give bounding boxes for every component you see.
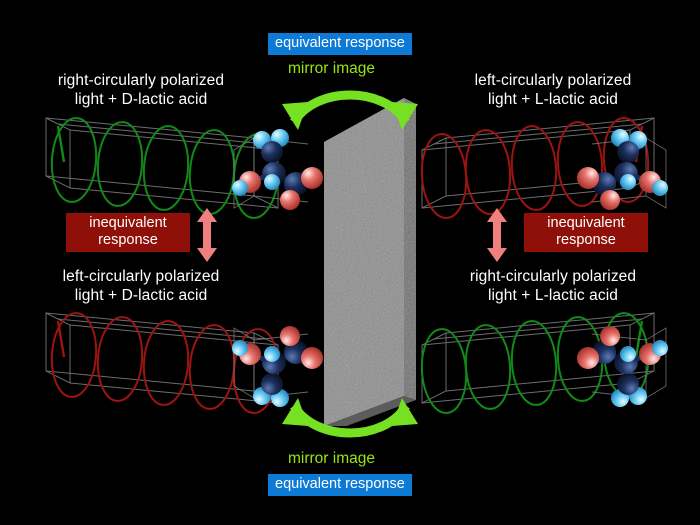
mirror-arrow-bottom (282, 398, 418, 438)
molecule-d-lactic-acid-top-left (232, 129, 323, 210)
inequivalent-arrow-left (197, 208, 217, 262)
mirror-arrow-top (282, 90, 418, 130)
label-bottom-right: right-circularly polarized light + L-lac… (469, 268, 637, 304)
label-top-left: right-circularly polarized light + D-lac… (57, 72, 225, 108)
quadrant-top-right (420, 117, 655, 219)
inequivalent-response-badge-right: inequivalent response (524, 213, 648, 253)
equivalent-response-badge-top: equivalent response (268, 33, 412, 56)
mirror-image-label-bottom: mirror image (288, 450, 375, 467)
helix-red (420, 117, 650, 219)
molecule-l-lactic-acid-top-right (577, 129, 668, 210)
label-top-right: left-circularly polarized light + L-lact… (474, 72, 632, 108)
inequivalent-arrow-right (487, 208, 507, 262)
label-bottom-left: left-circularly polarized light + D-lact… (62, 268, 220, 304)
molecule-d-lactic-acid-bottom-left (232, 326, 323, 407)
molecule-l-lactic-acid-bottom-right (577, 326, 668, 407)
inequivalent-response-badge-left: inequivalent response (66, 213, 190, 253)
equivalent-response-badge-bottom: equivalent response (268, 474, 412, 497)
mirror-image-label-top: mirror image (288, 60, 375, 77)
mirror-plane (324, 98, 416, 426)
